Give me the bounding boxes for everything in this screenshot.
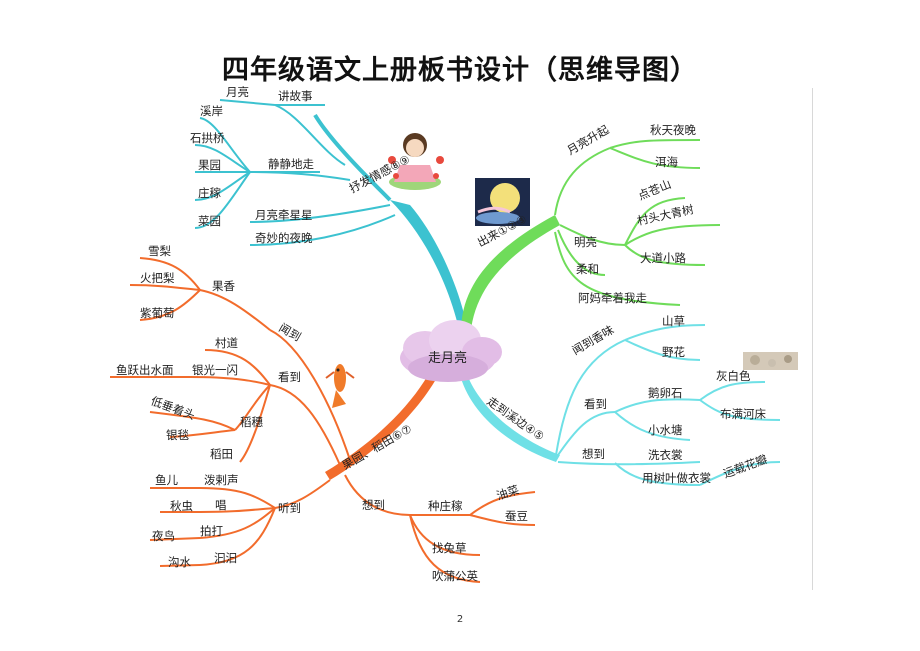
cyan-node: 用树叶做衣裳 xyxy=(642,471,711,485)
teal-group-label: 月亮牵星星 xyxy=(255,208,313,222)
teal-node: 溪岸 xyxy=(200,104,223,118)
center-cloud: 走月亮 xyxy=(400,320,502,382)
green-subbranches xyxy=(554,139,721,306)
cyan-node: 布满河床 xyxy=(720,407,766,421)
teal-group-label: 静静地走 xyxy=(268,157,314,171)
teal-node: 果园 xyxy=(198,158,221,172)
green-group-label: 柔和 xyxy=(576,262,599,276)
orange-node: 稻穗 xyxy=(240,415,263,429)
orange-node: 银光一闪 xyxy=(192,363,238,377)
green-node: 洱海 xyxy=(655,155,678,169)
orange-node: 油菜 xyxy=(495,482,522,503)
teal-node: 石拱桥 xyxy=(190,131,225,145)
pebble-picture xyxy=(743,352,798,370)
orange-node: 唱 xyxy=(215,498,227,512)
cyan-group-label: 闻到香味 xyxy=(570,322,617,357)
orange-node: 鱼儿 xyxy=(155,473,178,487)
green-node: 秋天夜晚 xyxy=(650,123,696,137)
orange-node: 果香 xyxy=(212,279,235,293)
orange-node: 银毯 xyxy=(166,428,189,442)
branch-green-main xyxy=(461,215,560,345)
orange-group-label: 看到 xyxy=(278,370,301,384)
center-label: 走月亮 xyxy=(428,350,467,366)
orange-node: 秋虫 xyxy=(170,499,193,513)
teal-node: 庄稼 xyxy=(198,186,221,200)
green-group-label: 阿妈牵着我走 xyxy=(578,291,647,305)
cyan-group-label: 想到 xyxy=(582,447,605,461)
girl-illustration xyxy=(388,133,444,190)
orange-node: 找兔草 xyxy=(432,541,467,555)
teal-group-label: 奇妙的夜晚 xyxy=(255,231,313,245)
branch-teal-line xyxy=(313,113,392,202)
orange-branch-label: 果园、稻田⑥⑦ xyxy=(340,421,415,472)
branch-cyan-main xyxy=(460,372,560,462)
moon-picture xyxy=(475,178,530,226)
orange-node: 拍打 xyxy=(200,524,223,538)
orange-node: 种庄稼 xyxy=(428,499,463,513)
green-node: 点苍山 xyxy=(636,177,673,203)
orange-node: 村道 xyxy=(215,336,238,350)
orange-node: 夜鸟 xyxy=(152,529,175,543)
orange-node: 鱼跃出水面 xyxy=(116,363,174,377)
orange-node: 稻田 xyxy=(210,447,233,461)
orange-node: 火把梨 xyxy=(140,271,175,285)
green-node: 大道小路 xyxy=(640,251,686,265)
cyan-group-label: 看到 xyxy=(584,397,607,411)
green-group-label: 明亮 xyxy=(574,235,597,249)
cyan-node: 山草 xyxy=(662,314,685,328)
teal-node: 菜园 xyxy=(198,214,221,228)
orange-node: 低垂着头 xyxy=(149,394,197,423)
cyan-node: 运载花瓣 xyxy=(721,452,769,481)
green-node: 村头大青树 xyxy=(636,202,696,228)
orange-subbranches xyxy=(110,257,536,583)
teal-group-label: 讲故事 xyxy=(278,89,313,103)
orange-group-label: 听到 xyxy=(278,501,301,515)
cyan-node: 小水塘 xyxy=(648,423,683,437)
cyan-node: 灰白色 xyxy=(716,369,751,383)
goldfish-illustration xyxy=(325,364,355,408)
teal-node: 月亮 xyxy=(226,85,249,99)
orange-node: 吹蒲公英 xyxy=(432,569,478,583)
cyan-node: 洗衣裳 xyxy=(648,448,683,462)
page-divider xyxy=(812,88,813,590)
orange-node: 紫葡萄 xyxy=(140,306,175,320)
orange-node: 沟水 xyxy=(168,555,191,569)
green-group-label: 月亮升起 xyxy=(565,122,612,157)
orange-node: 汩汩 xyxy=(214,551,237,565)
orange-node: 蚕豆 xyxy=(505,509,528,523)
cyan-node: 鹅卵石 xyxy=(648,386,683,400)
orange-group-label: 想到 xyxy=(362,498,385,512)
orange-node: 泼剌声 xyxy=(204,473,239,487)
page-number: 2 xyxy=(456,614,464,625)
cyan-subbranches xyxy=(555,324,781,486)
orange-group-label: 闻到 xyxy=(277,320,304,344)
orange-node: 雪梨 xyxy=(148,244,171,258)
page-title: 四年级语文上册板书设计（思维导图） xyxy=(222,55,698,86)
teal-subbranches xyxy=(194,99,396,246)
cyan-node: 野花 xyxy=(662,345,685,359)
